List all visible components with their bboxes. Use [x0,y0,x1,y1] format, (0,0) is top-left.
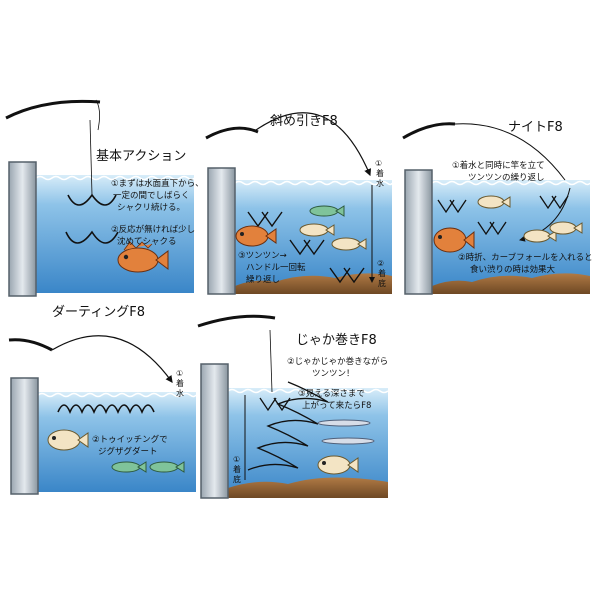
mark: 底 [378,278,386,288]
fish-needlefish [321,437,375,445]
mark: 着 [378,268,386,278]
spiral-path [247,381,329,471]
fish-bream [523,229,557,243]
rod [402,122,456,140]
note-line: ②時折、カーブフォールを入れると [458,252,593,263]
note-line: 一定の間でしばらく [113,190,190,201]
note-line: ツンツンの繰り返し [468,172,545,183]
pier [404,169,433,295]
seabed [235,273,392,294]
fish-horse-mackerel [111,461,147,473]
mark: 底 [233,474,241,484]
rod [8,338,53,352]
action-path-2 [65,230,119,244]
panel-title: ナイトF8 [508,120,563,135]
panel-jyaka: じゃか巻きF8 ②じゃかじゃか巻きながら ツンツン！ ③見える深さまで 上がって… [197,314,389,499]
fishing-line [89,119,93,196]
note-line: ②じゃかじゃか巻きながら [287,356,388,367]
note-line: ②トゥイッチングで [92,434,168,445]
mark: ② [377,259,384,268]
fish-bream [549,221,583,235]
note-line: ハンドル一回転 [246,263,306,273]
mark: ① [176,369,183,378]
note-line: 上がって来たらF8 [302,400,371,411]
rod [5,99,101,120]
note-line: ③ツンツン→ [238,251,287,261]
rod [205,126,259,140]
panel-darting: ダーティングF8 ②トゥイッチングで ジグザグダート ① 着 水 [8,305,197,495]
mark: ① [233,455,240,464]
pier [207,167,236,295]
seabed [228,477,388,498]
fish-bream [477,195,511,209]
fish-horse-mackerel [309,205,345,217]
fish-bream [47,429,89,451]
note-line: ①まずは水面直下から、 [111,178,204,189]
note-line: ②反応が無ければ少し [111,224,195,235]
fish-rockfish [235,225,277,247]
fish-rockfish [433,227,475,253]
note-line: ③見える深さまで [298,389,365,399]
note-line: 沈めてシャクる [117,236,177,247]
mark: ① [375,159,382,168]
cast-arc [51,335,173,383]
panel-title: 斜め引きF8 [270,114,338,129]
mark: 着 [233,464,241,474]
note-line: ①着水と同時に竿を立て [452,160,545,171]
note-line: ジグザグダート [98,446,158,457]
action-path-1 [67,193,117,206]
fish-horse-mackerel [149,461,185,473]
note-line: 食い渋りの時は効果大 [470,264,556,275]
mark: 着 [176,378,184,388]
zigzag-path [57,404,155,415]
note-line: 繰り返し [246,274,280,285]
panel-title: ダーティングF8 [52,305,145,320]
panel-basic: 基本アクション ①まずは水面直下から、 一定の間でしばらく シャクリ続ける。 ②… [5,99,204,297]
panel-title: じゃか巻きF8 [296,333,377,348]
fish-bream [317,455,359,475]
note-line: シャクリ続ける。 [117,202,185,213]
water [36,175,194,293]
cast-arc [255,112,371,177]
pier [8,161,37,297]
fish-rockfish [117,241,169,273]
note-line: ツンツン！ [312,369,355,379]
panel-title: 基本アクション [96,149,186,164]
panel-naname: 斜め引きF8 ③ツンツン→ ハンドル一回転 繰り返し ① 着 水 ② 着 底 [205,112,393,295]
mark: 着 [376,168,384,178]
pier [200,363,229,499]
panel-night: ナイトF8 ①着水と同時に竿を立て ツンツンの繰り返し ②時折、カーブフォールを… [402,120,593,295]
rod [197,314,276,328]
mark: 水 [176,388,184,398]
seabed [432,273,590,294]
pier [10,377,39,495]
fish-needlefish [317,419,371,427]
mark: 水 [376,178,384,188]
fish-bream [299,223,335,237]
fish-bream [331,237,367,251]
